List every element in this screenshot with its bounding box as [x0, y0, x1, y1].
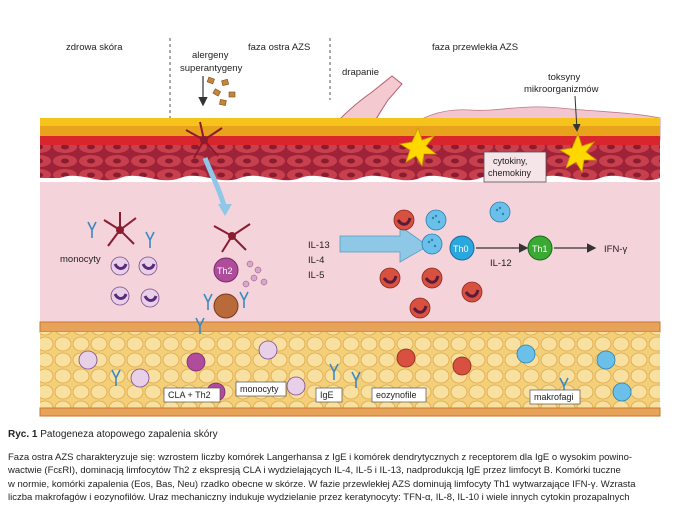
label-il4: IL-4 [308, 255, 324, 266]
caption-line-1: Faza ostra AZS charakteryzuje się: wzros… [8, 451, 633, 463]
label-cytokines: cytokiny, [493, 156, 527, 166]
eosinophils-dermis [379, 209, 483, 319]
label-chemokines: chemokiny [488, 168, 532, 178]
migration-arrow-head [218, 204, 232, 216]
ige-antibodies-center [195, 291, 249, 334]
label-superantigens: superantygeny [180, 63, 243, 74]
label-acute-phase: faza ostra AZS [248, 42, 310, 53]
label-th1: Th1 [532, 244, 548, 254]
dendritic-cell-center [213, 223, 251, 253]
label-allergens: alergeny [192, 50, 229, 61]
label-toxins: toksyny [548, 72, 580, 83]
caption-prefix: Ryc. 1 [8, 429, 38, 440]
caption-line-4: liczba makrofagów i eozynofilów. Uraz me… [8, 492, 630, 503]
label-th0: Th0 [453, 244, 469, 254]
label-monocytes-left: monocyty [60, 254, 101, 265]
label-monocytes-bottom: monocyty [240, 384, 279, 394]
caption-line-3: w normie, komórki zapalenia (Eos, Bas, N… [8, 478, 636, 490]
th2-cell [213, 257, 239, 283]
th0-cell [449, 235, 475, 261]
label-ige: IgE [320, 390, 334, 400]
ige-antibodies-left [87, 221, 155, 248]
dendritic-cell-left [103, 212, 137, 247]
vessel-wall-bottom [39, 407, 661, 417]
macrophage-texture [427, 206, 505, 248]
label-il5: IL-5 [308, 270, 324, 281]
label-il13: IL-13 [308, 240, 330, 251]
star-injury [398, 126, 438, 168]
migration-arrow [202, 157, 227, 207]
cla-th2-box [163, 387, 221, 403]
toxins-arrow [572, 95, 581, 132]
stratum-red [40, 136, 660, 145]
caption-title-text: Patogeneza atopowego zapalenia skóry [37, 429, 218, 440]
label-ifn: IFN-γ [604, 244, 627, 255]
star-toxins [558, 132, 598, 174]
eosinophils-box [371, 387, 427, 403]
label-il12: IL-12 [490, 258, 512, 269]
langerhans-cell [185, 121, 223, 159]
label-healthy-skin: zdrowa skóra [66, 42, 123, 53]
cytokine-flow-arrow [339, 225, 429, 263]
stratum-granulosum [40, 126, 660, 136]
atopic-dermatitis-diagram: zdrowa skóra faza ostra AZS faza przewle… [39, 38, 661, 417]
cytokines-box [483, 151, 547, 183]
langerhans-nucleus [200, 136, 208, 144]
label-microorganisms: mikroorganizmów [524, 84, 599, 95]
vessel-wall-top [39, 321, 661, 333]
stratum-corneum [40, 118, 660, 126]
b-cell [213, 293, 239, 319]
allergen-particles [206, 76, 236, 106]
figure-caption: Ryc. 1 Patogeneza atopowego zapalenia sk… [8, 428, 688, 505]
label-eosinophils: eozynofile [376, 390, 417, 400]
label-chronic-phase: faza przewlekła AZS [432, 42, 518, 53]
label-macrophages: makrofagi [534, 392, 574, 402]
caption-title: Ryc. 1 Patogeneza atopowego zapalenia sk… [8, 428, 688, 442]
macrophages-box [529, 389, 581, 405]
label-cla-th2: CLA + Th2 [168, 390, 211, 400]
caption-line-2: wactwie (FcεRI), dominacją limfocytów Th… [8, 465, 621, 476]
macrophages-dermis [421, 201, 511, 255]
dendritic-nucleus-left [116, 226, 124, 234]
monocyte-group-left [110, 256, 160, 308]
label-scratching: drapanie [342, 67, 379, 78]
il-particles [242, 260, 268, 288]
label-th2: Th2 [217, 266, 233, 276]
dendritic-nucleus-center [228, 232, 236, 240]
monocytes-box [235, 381, 287, 397]
ige-box [315, 387, 343, 403]
th1-cell [527, 235, 553, 261]
